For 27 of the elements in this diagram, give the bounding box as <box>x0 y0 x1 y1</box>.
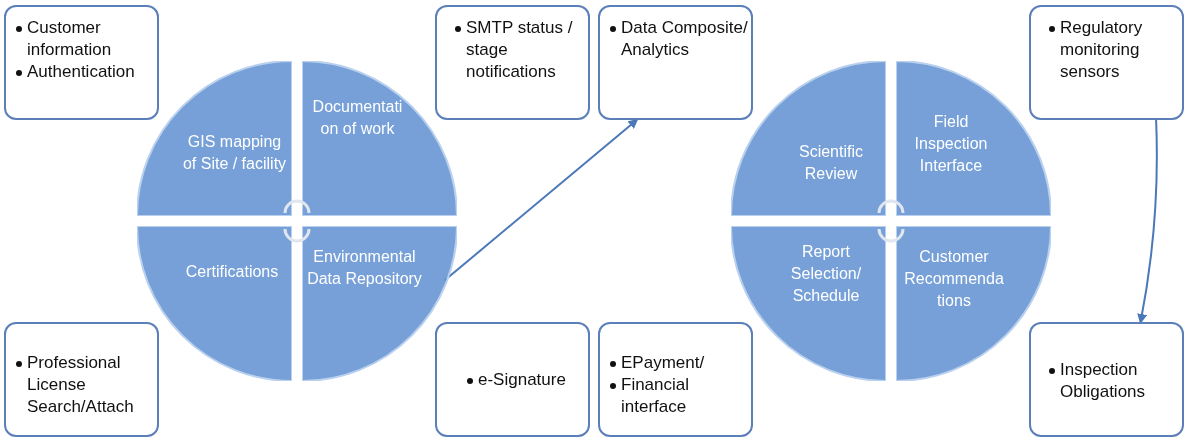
arrow <box>1137 119 1158 324</box>
bullet-text: e-Signature <box>478 369 566 391</box>
bullet-text: Financial interface <box>621 374 691 418</box>
bullet-text: Professional License Search/Attach <box>27 352 135 418</box>
text-box <box>4 322 159 437</box>
segment-label: Certifications <box>184 262 280 282</box>
segment-label: Scientific Review <box>798 142 864 184</box>
segment-label: Report Selection/ Schedule <box>789 242 863 306</box>
bullet-text: Data Composite/ Analytics <box>621 17 748 61</box>
bullet-text: Inspection Obligations <box>1060 359 1147 403</box>
text-box <box>598 5 753 120</box>
bullet-text: SMTP status / stage notifications <box>466 17 574 83</box>
bullet-text: Customer information <box>27 17 113 61</box>
text-box <box>435 5 590 120</box>
bullet-text: Authentication <box>27 61 135 83</box>
text-box <box>1029 5 1184 120</box>
segment-label: GIS mapping of Site / facility <box>182 132 287 174</box>
segment-label: Field Inspection Interface <box>913 112 989 176</box>
text-box <box>435 322 590 437</box>
bullet-text: EPayment/ <box>621 352 705 374</box>
segment-label: Environmental Data Repository <box>307 247 422 289</box>
text-box <box>598 322 753 437</box>
text-box <box>1029 322 1184 437</box>
segment-label: Documentation of work <box>311 97 404 139</box>
segment-label: Customer Recommendations <box>904 247 1004 311</box>
bullet-text: Regulatory monitoring sensors <box>1060 17 1144 83</box>
text-box <box>4 5 159 120</box>
